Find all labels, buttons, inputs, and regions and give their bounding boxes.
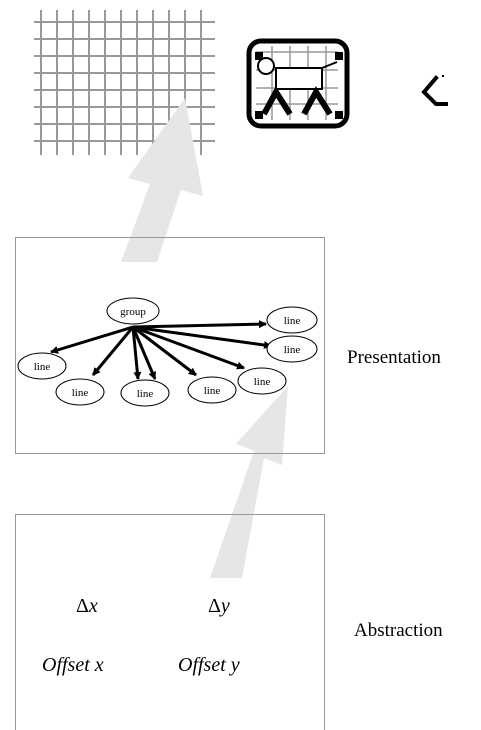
cursor-glyph-icon bbox=[421, 75, 448, 106]
node-label: line bbox=[254, 376, 271, 388]
presentation-panel bbox=[15, 237, 325, 454]
offset-y-label: Offset y bbox=[178, 654, 240, 676]
tree-node-line: line bbox=[120, 379, 170, 407]
tree-edge bbox=[132, 325, 272, 350]
node-label: line bbox=[204, 385, 221, 397]
tree-edge bbox=[131, 326, 142, 380]
layout-editor-icon bbox=[246, 38, 350, 129]
node-label: line bbox=[137, 388, 154, 400]
node-label: line bbox=[34, 361, 51, 373]
abstraction-label: Abstraction bbox=[354, 620, 443, 641]
tree-edge bbox=[131, 326, 157, 380]
delta-y-label: Δy bbox=[208, 595, 230, 617]
tree-node-line: line bbox=[266, 306, 318, 334]
tree-edge bbox=[132, 325, 245, 370]
tree-node-line: line bbox=[266, 335, 318, 363]
node-label: line bbox=[284, 344, 301, 356]
tree-node-line: line bbox=[17, 352, 67, 380]
tree-edge bbox=[132, 320, 267, 329]
presentation-label: Presentation bbox=[347, 347, 441, 368]
tree-edge bbox=[132, 325, 197, 377]
flow-arrow-lower bbox=[210, 386, 288, 578]
offset-x-label: Offset x bbox=[42, 654, 104, 676]
tree-node-line: line bbox=[237, 367, 287, 395]
tree-node-line: line bbox=[55, 378, 105, 406]
abstraction-panel bbox=[15, 514, 325, 730]
flow-arrow-upper bbox=[121, 98, 203, 262]
node-label: line bbox=[284, 315, 301, 327]
display-grid-icon bbox=[34, 10, 215, 155]
delta-x-label: Δx bbox=[76, 595, 98, 617]
node-label: group bbox=[120, 306, 146, 318]
tree-edges bbox=[50, 320, 272, 380]
tree-edge bbox=[91, 326, 135, 376]
node-label: line bbox=[72, 387, 89, 399]
tree-node-line: line bbox=[187, 376, 237, 404]
tree-node-group: group bbox=[106, 297, 160, 325]
tree-edge bbox=[50, 325, 134, 354]
